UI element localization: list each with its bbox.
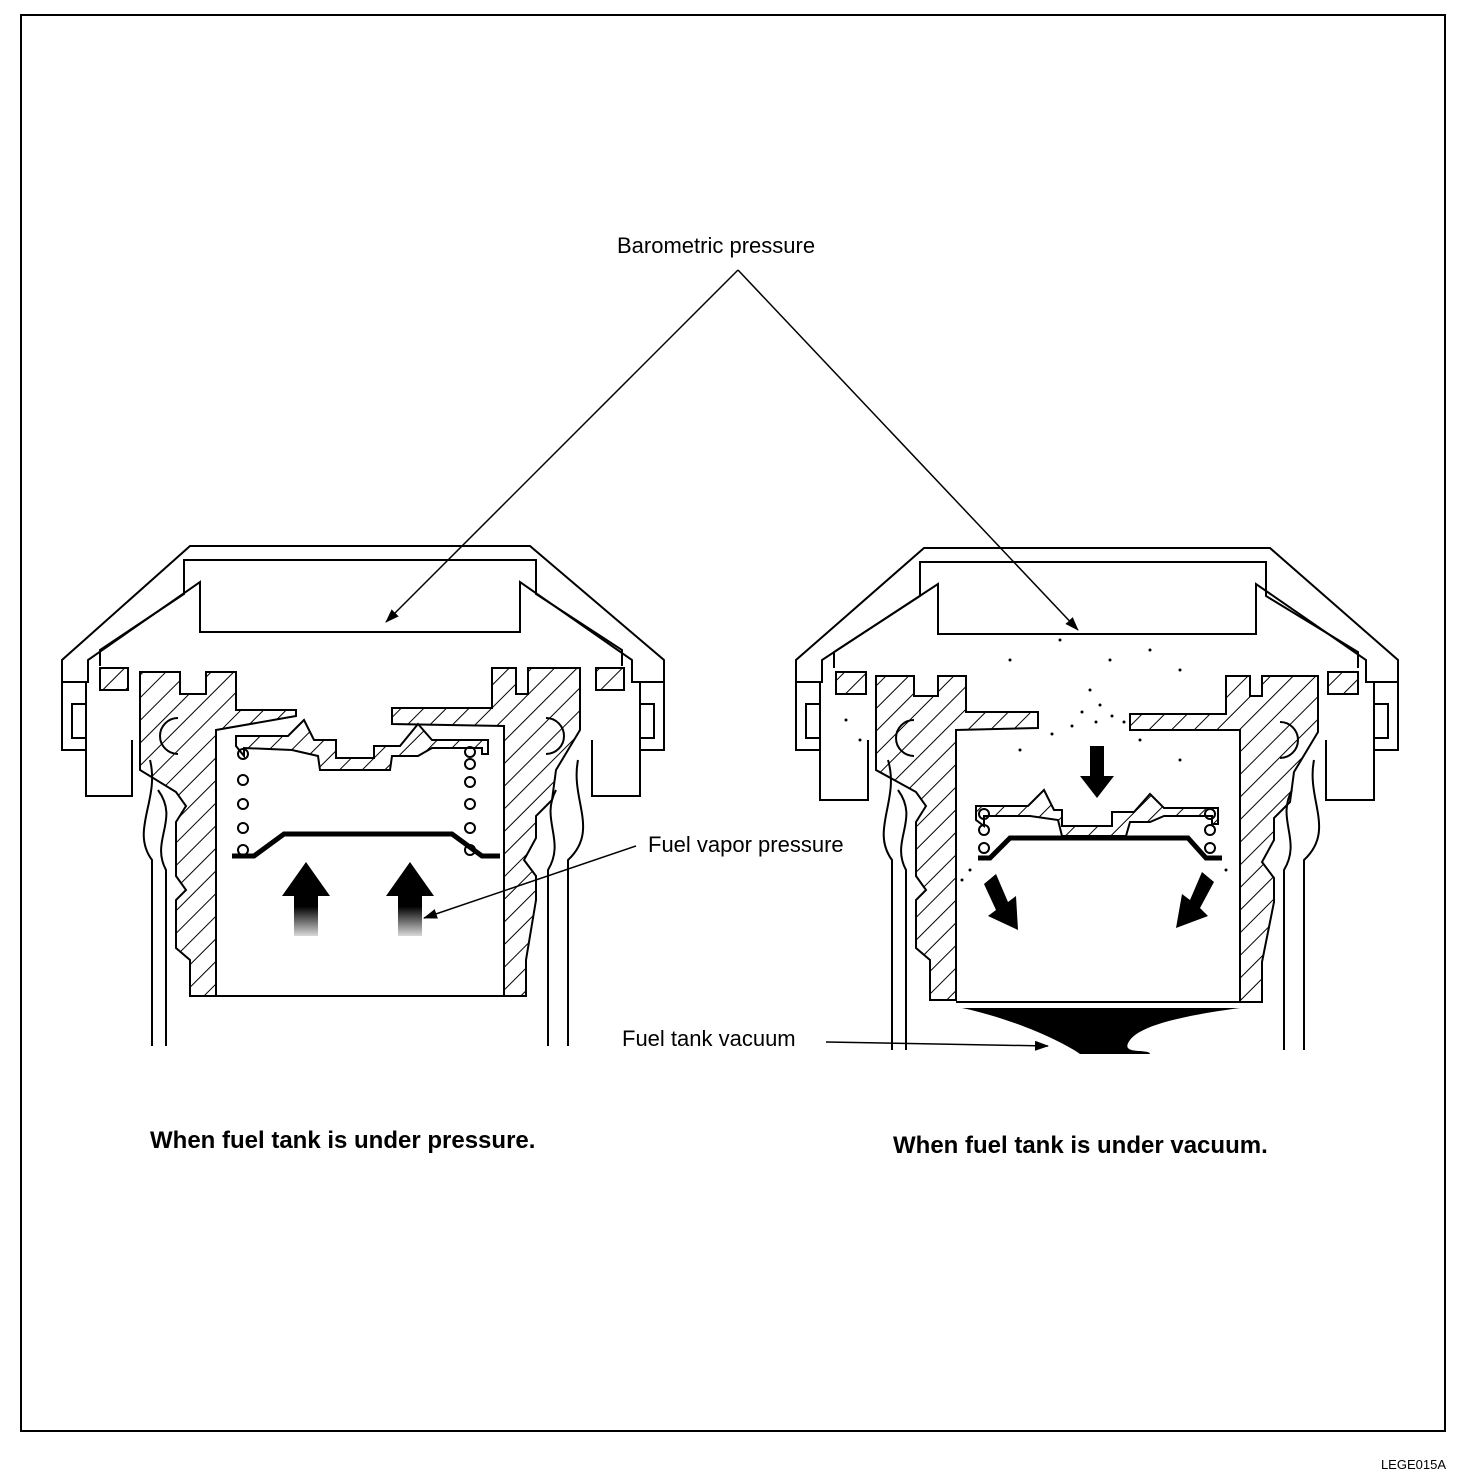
- fuel-vapor-pressure-label: Fuel vapor pressure: [648, 832, 844, 857]
- left-filler-neck: [142, 759, 168, 1046]
- right-filler-neck: [547, 759, 585, 1046]
- up-arrow-right: [386, 862, 434, 936]
- up-arrow-left: [282, 862, 330, 936]
- left-valve-plate: [235, 718, 489, 771]
- right-fuel-cap: [795, 547, 1399, 1050]
- left-cap-body: [139, 671, 297, 997]
- right-seal: [595, 667, 625, 691]
- figure-border: [20, 14, 1446, 1432]
- diag-arrow-left: [984, 874, 1018, 930]
- vacuum-leader: [825, 1040, 1049, 1051]
- left-diaphragm: [232, 831, 500, 859]
- fuel-tank-vacuum-label: Fuel tank vacuum: [622, 1026, 796, 1051]
- vapor-pressure-arrows: [282, 862, 434, 936]
- figure-code: LEGE015A: [1380, 1457, 1446, 1472]
- vacuum-plume: [962, 1008, 1240, 1054]
- barometric-leader-right: [737, 269, 1079, 631]
- right-seal-vac: [1327, 671, 1359, 695]
- vacuum-flow-arrows: [984, 746, 1214, 930]
- left-cap-body-vac: [875, 675, 1039, 1001]
- right-diaphragm: [978, 835, 1222, 861]
- down-arrow-center: [1080, 746, 1114, 798]
- right-side-clip: [639, 682, 665, 751]
- left-fuel-cap: [61, 545, 665, 1046]
- left-seal-vac: [835, 671, 867, 695]
- right-cap-body: [391, 667, 581, 997]
- caption-under-vacuum: When fuel tank is under vacuum.: [893, 1132, 1268, 1159]
- air-stipple: [844, 638, 1228, 882]
- vapor-leader: [423, 845, 637, 919]
- left-springs: [237, 746, 476, 856]
- leader-lines: [385, 269, 1079, 1051]
- caption-under-pressure: When fuel tank is under pressure.: [150, 1127, 536, 1154]
- barometric-pressure-label: Barometric pressure: [617, 233, 816, 258]
- right-cap-cover: [795, 547, 1399, 683]
- right-valve-plate: [975, 788, 1219, 837]
- left-side-clip: [61, 682, 87, 751]
- barometric-leader-left: [385, 269, 739, 623]
- right-springs: [978, 808, 1216, 854]
- left-seal: [99, 667, 129, 691]
- diag-arrow-right: [1176, 872, 1214, 928]
- right-cap-body-vac: [1129, 675, 1319, 1003]
